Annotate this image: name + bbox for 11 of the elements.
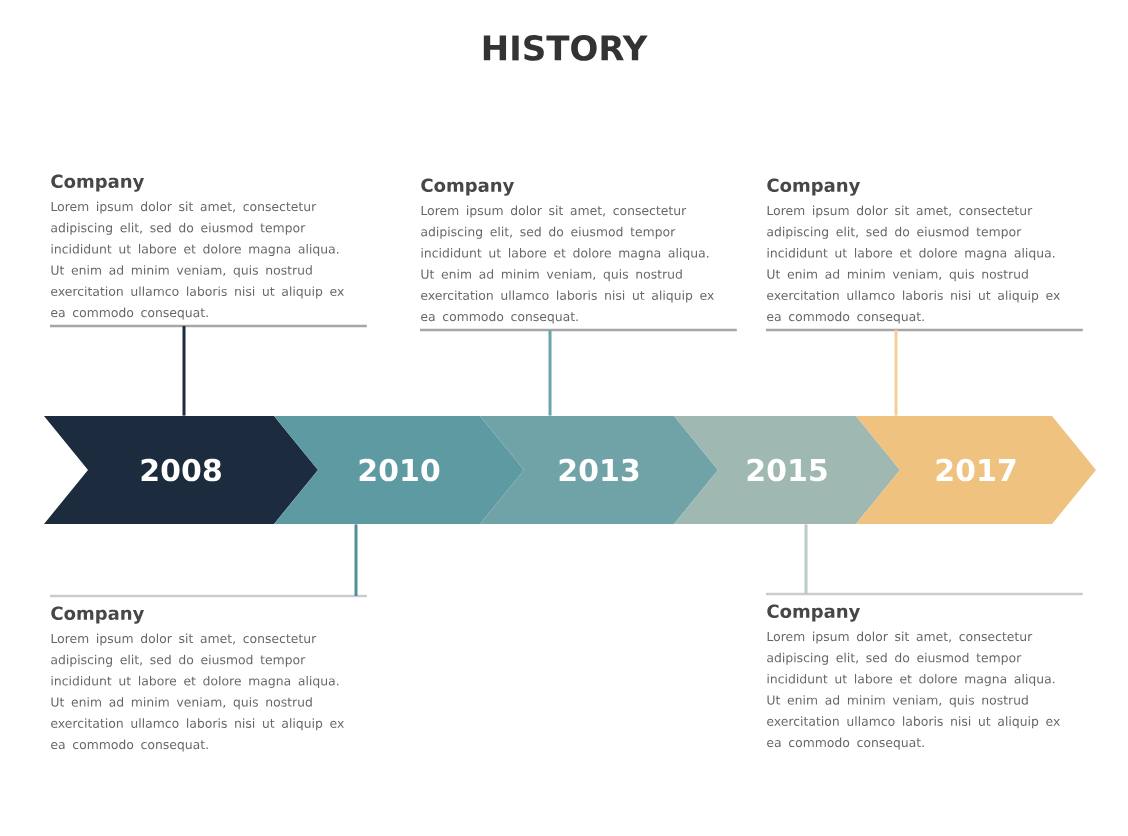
leader-line (182, 326, 186, 416)
leader-line (804, 524, 808, 594)
title: HISTORY (483, 35, 648, 61)
leader-line (354, 524, 358, 596)
year-band: 2015 (674, 416, 900, 524)
year-band: 2008 (44, 416, 318, 524)
leader-line (894, 330, 898, 416)
year-band: 2010 (274, 416, 524, 524)
leader-line (548, 330, 552, 416)
year-band: 2013 (480, 416, 718, 524)
year-band: 2017 (856, 416, 1096, 524)
